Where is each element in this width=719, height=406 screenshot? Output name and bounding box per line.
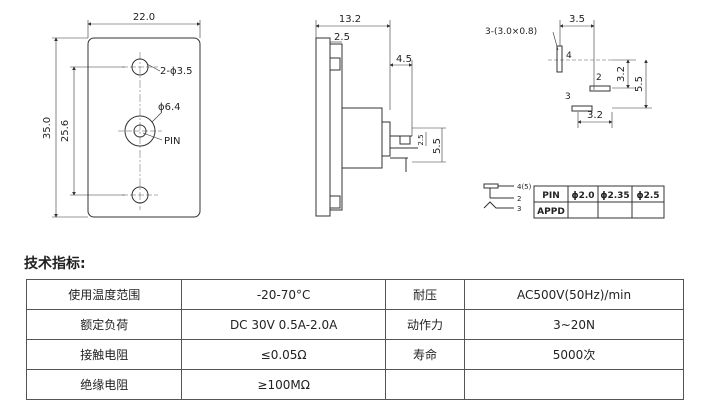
table-row: 绝缘电阻 ≥100MΩ	[25, 369, 684, 400]
spec-label: 接触电阻	[25, 339, 183, 370]
table-row: 使用温度范围 -20-70°C 耐压 AC500V(50Hz)/min	[25, 279, 684, 310]
small-dim-b-label: 5.5	[432, 138, 443, 154]
terminal-offset-dim-label: 4.5	[396, 54, 412, 65]
spec-value: AC500V(50Hz)/min	[464, 279, 684, 310]
spec-value: 3~20N	[464, 309, 684, 340]
spec-label: 寿命	[384, 339, 466, 370]
spec-value: ≤0.05Ω	[181, 339, 386, 370]
center-hole-label: ϕ6.4	[158, 102, 181, 113]
pin-table	[533, 185, 665, 219]
terminal-vertical-dim-b-label: 5.5	[634, 76, 645, 92]
schematic-symbol	[483, 183, 514, 209]
spec-value: 5000次	[464, 339, 684, 370]
spec-section-title: 技术指标:	[24, 256, 86, 272]
terminal-vertical-dim-a-label: 3.2	[616, 66, 627, 82]
terminal-slot-2	[589, 85, 611, 92]
spec-table: 使用温度范围 -20-70°C 耐压 AC500V(50Hz)/min 额定负荷…	[25, 279, 684, 400]
spec-label	[384, 369, 466, 400]
spec-label: 动作力	[384, 309, 466, 340]
depth-dim-label: 13.2	[339, 14, 361, 25]
height-dim-label: 35.0	[42, 117, 53, 139]
mount-hole-label: 2-ϕ3.5	[160, 66, 192, 77]
side-body	[341, 107, 383, 169]
spec-value: DC 30V 0.5A-2.0A	[181, 309, 386, 340]
terminal-top-dim-label: 3.5	[569, 14, 585, 25]
table-row: 额定负荷 DC 30V 0.5A-2.0A 动作力 3~20N	[25, 309, 684, 340]
schematic-label-4: 4(5)	[517, 183, 532, 191]
terminal-label-3: 3	[565, 92, 571, 102]
pin-table-row-0: APPD	[537, 207, 565, 217]
pin-table-header-0: PIN	[542, 191, 559, 201]
schematic-label-2: 2	[517, 195, 521, 203]
front-plate-outline	[87, 37, 201, 218]
side-view	[315, 20, 446, 217]
spec-value: -20-70°C	[181, 279, 386, 310]
spec-label: 耐压	[384, 279, 466, 310]
terminal-label-4: 4	[566, 51, 572, 61]
table-row: 接触电阻 ≤0.05Ω 寿命 5000次	[25, 339, 684, 370]
spec-value	[464, 369, 684, 400]
schematic-label-3: 3	[517, 205, 521, 213]
terminal-label-2: 2	[596, 73, 602, 83]
terminal-slot-3	[571, 105, 593, 112]
terminal-slot-4	[556, 45, 563, 73]
spec-value: ≥100MΩ	[181, 369, 386, 400]
technical-drawing: 22.0 35.0 25.6 2-ϕ3.5 ϕ6.4 PIN 13	[42, 12, 665, 219]
front-view	[52, 20, 201, 218]
spec-label: 使用温度范围	[25, 279, 183, 310]
small-dim-a-label: 2.5	[417, 134, 425, 145]
terminal-hole-label: 3-(3.0×0.8)	[485, 27, 537, 37]
pin-table-header-1: ϕ2.0	[571, 191, 594, 201]
pin-table-header-3: ϕ2.5	[636, 191, 659, 201]
side-flange	[315, 37, 331, 217]
terminal-view	[548, 20, 652, 128]
hole-spacing-dim-label: 25.6	[60, 120, 71, 142]
spec-label: 绝缘电阻	[25, 369, 183, 400]
pin-table-header-2: ϕ2.35	[600, 191, 629, 201]
spec-label: 额定负荷	[25, 309, 183, 340]
flange-dim-label: 2.5	[334, 32, 350, 43]
terminal-bottom-dim-label: 3.2	[587, 110, 603, 121]
width-dim-label: 22.0	[133, 12, 155, 23]
pin-label: PIN	[164, 136, 180, 147]
